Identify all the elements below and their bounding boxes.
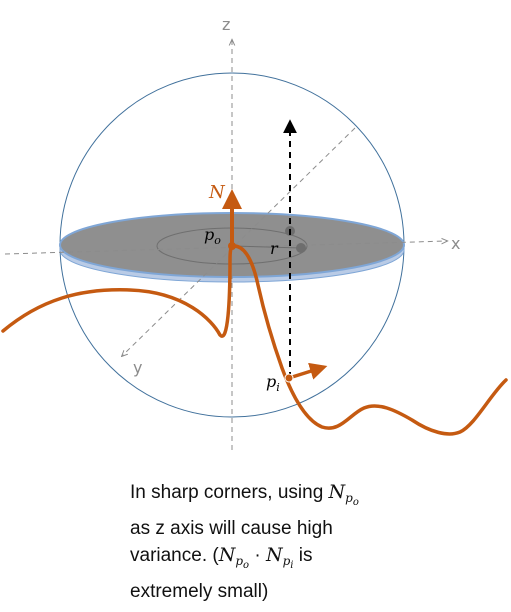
y-axis (122, 127, 356, 356)
normal-arrow-pi (288, 362, 328, 380)
pi-label: pi (266, 372, 280, 394)
z-axis-label: z (222, 15, 230, 34)
caption: In sharp corners, using Npo as z axis wi… (130, 479, 430, 605)
radius-line (232, 245, 302, 249)
caption-line-1: In sharp corners, using Npo (130, 481, 359, 508)
diagram: z x y N po r pi (1, 15, 508, 450)
radius-label: r (270, 239, 279, 258)
po-label: po (204, 225, 221, 247)
caption-line-2: as z axis will cause high (130, 518, 333, 539)
point-po (228, 242, 236, 250)
caption-line-4: extremely small) (130, 581, 269, 602)
y-axis-label: y (133, 358, 142, 377)
surface-curve (1, 244, 508, 436)
caption-line-3: variance. (Npo · Npi is (130, 544, 313, 571)
normal-label: N (208, 182, 226, 203)
point-pi (284, 373, 294, 383)
x-axis (4, 241, 447, 255)
x-axis-label: x (451, 234, 460, 253)
